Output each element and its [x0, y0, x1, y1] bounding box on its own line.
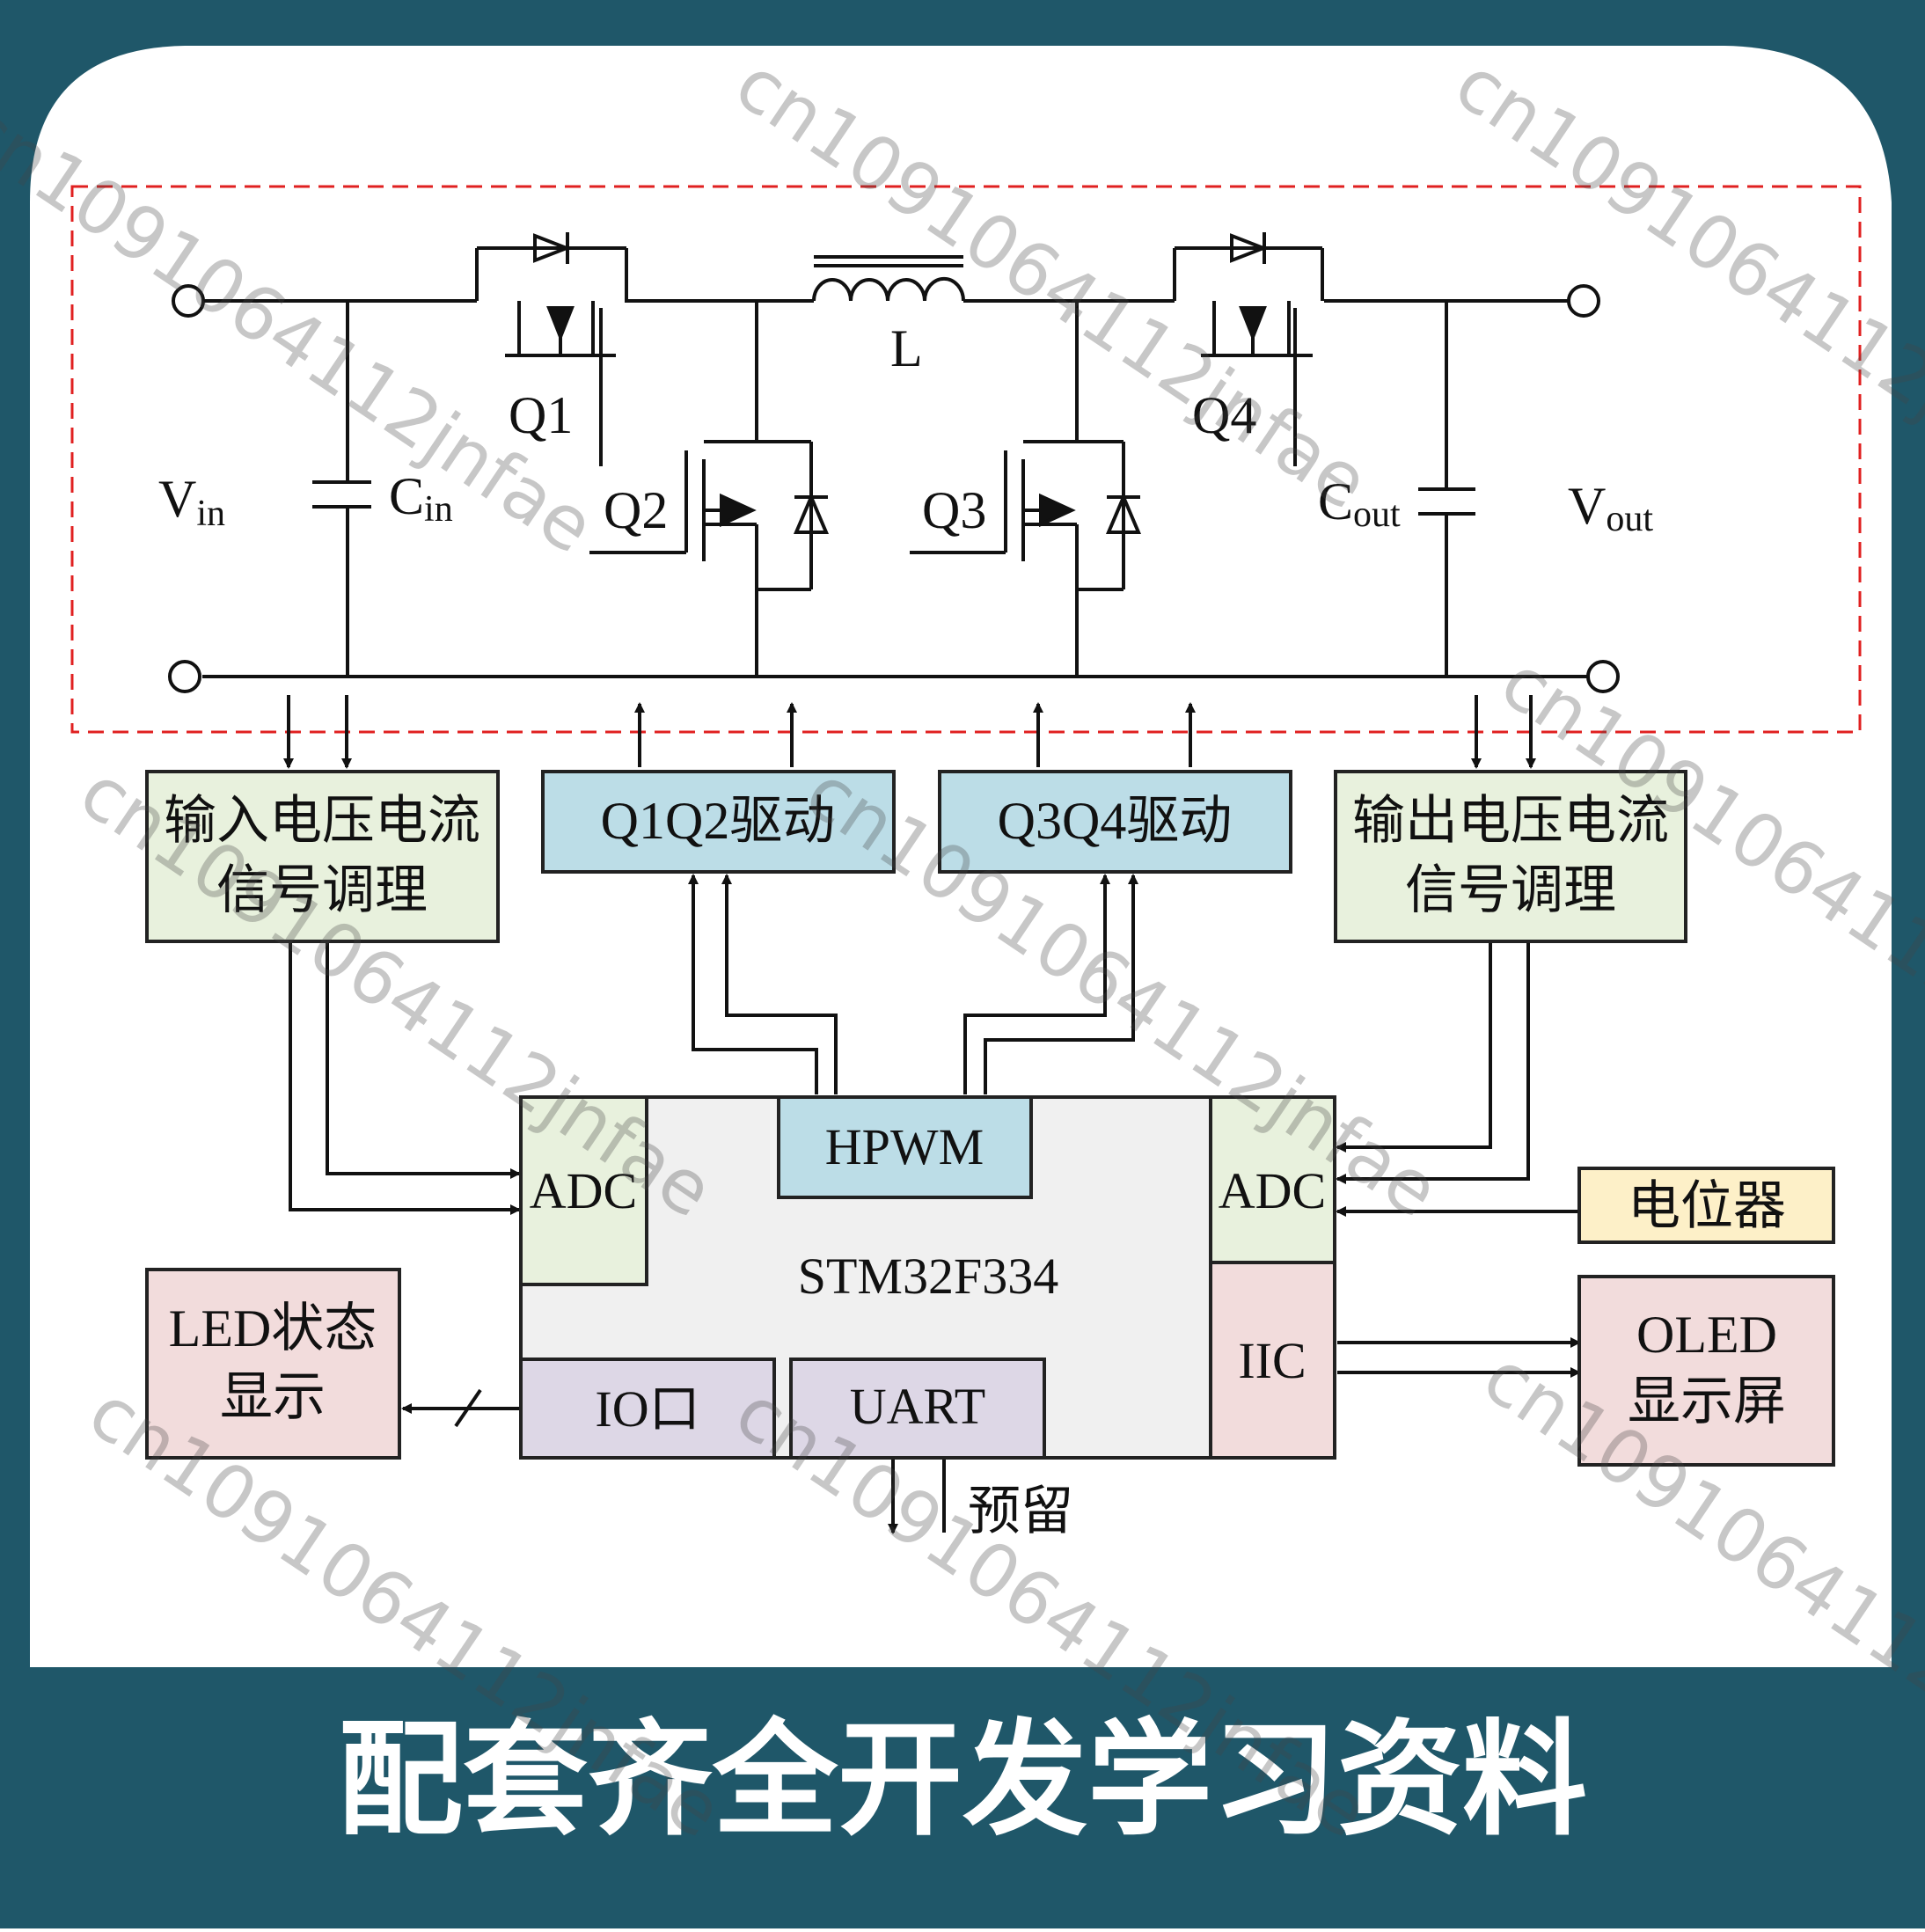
- input-conditioning-line2: 信号调理: [216, 861, 428, 919]
- uart-block: [789, 1358, 1046, 1460]
- oled-line1: OLED: [1636, 1306, 1777, 1364]
- banner-background: [0, 1667, 1925, 1928]
- uart-label: UART: [850, 1378, 985, 1435]
- adc-right-block: [1209, 1095, 1336, 1264]
- q2-label: Q2: [604, 481, 668, 539]
- terminals: [168, 284, 1620, 693]
- circuit-wires: [202, 246, 1587, 678]
- q3q4-driver-block: [938, 770, 1292, 874]
- potentiometer-label: 电位器: [1628, 1177, 1786, 1235]
- io-port-label: IO口: [595, 1380, 699, 1438]
- led-status-line1: LED状态: [169, 1299, 377, 1358]
- output-conditioning-block: [1334, 770, 1687, 943]
- q1q2-driver-block: [541, 770, 896, 874]
- output-conditioning-line1: 输出电压电流: [1352, 792, 1669, 850]
- signal-arrows: [283, 695, 1581, 1534]
- q3-label: Q3: [922, 481, 986, 539]
- q1q2-driver-label: Q1Q2驱动: [601, 792, 836, 850]
- mcu-name: STM32F334: [798, 1248, 1059, 1305]
- io-port-block: [519, 1358, 776, 1460]
- oled-line2: 显示屏: [1628, 1372, 1786, 1431]
- reserved-label: 预留: [968, 1482, 1073, 1540]
- iic-label: IIC: [1238, 1332, 1306, 1389]
- q4-label: Q4: [1192, 386, 1256, 444]
- iic-block: [1209, 1261, 1336, 1460]
- q1-label: Q1: [509, 386, 573, 444]
- block-outlines: [145, 770, 1835, 1467]
- hpwm-block: [777, 1095, 1033, 1199]
- cout-label: Cout: [1318, 472, 1401, 535]
- adc-right-label: ADC: [1219, 1162, 1326, 1219]
- input-conditioning-line1: 输入电压电流: [164, 792, 480, 850]
- inductor-label: L: [890, 319, 923, 377]
- power-stage-boundary: [70, 185, 1862, 734]
- adc-left-label: ADC: [530, 1162, 637, 1219]
- potentiometer-block: [1577, 1167, 1835, 1244]
- diode-symbols: [533, 232, 1269, 534]
- hpwm-label: HPWM: [825, 1118, 984, 1175]
- input-conditioning-block: [145, 770, 500, 943]
- adc-left-block: [519, 1095, 648, 1286]
- vout-label: Vout: [1568, 477, 1653, 539]
- output-conditioning-line2: 信号调理: [1405, 861, 1616, 919]
- led-status-block: [145, 1268, 401, 1460]
- cin-label: Cin: [389, 467, 453, 530]
- q3q4-driver-label: Q3Q4驱动: [998, 792, 1233, 850]
- banner-title: 配套齐全开发学习资料: [338, 1708, 1587, 1853]
- led-status-line2: 显示: [220, 1368, 326, 1426]
- vin-label: Vin: [158, 470, 225, 534]
- bus-and-reserved-lines: [454, 1388, 946, 1533]
- oled-block: [1577, 1275, 1835, 1467]
